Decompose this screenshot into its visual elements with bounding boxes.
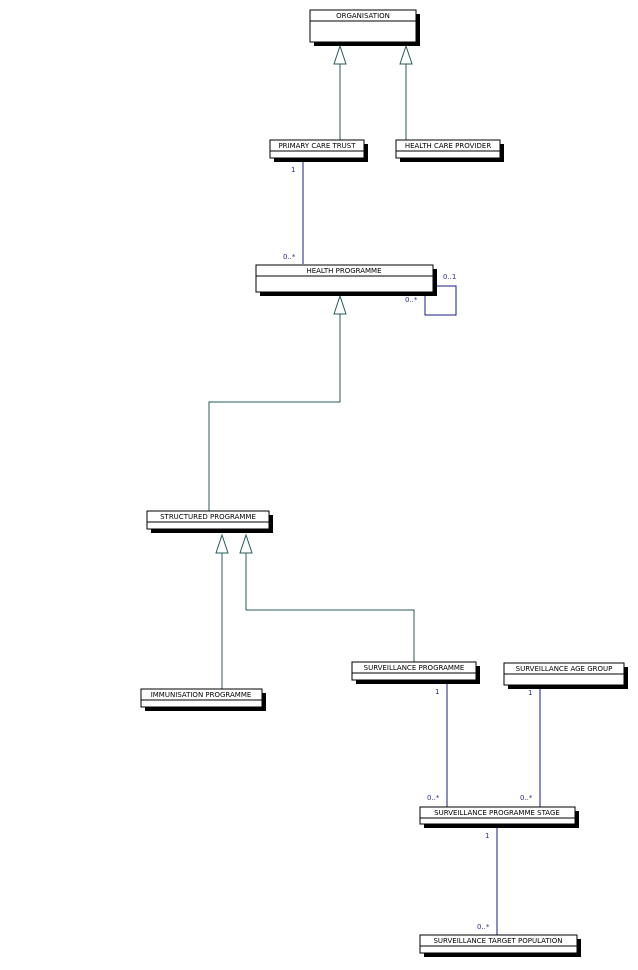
- multiplicity-hp-self-target: 0..*: [405, 296, 418, 304]
- class-surveillance-age-group[interactable]: SURVEILLANCE AGE GROUP: [503, 662, 628, 689]
- class-surveillance-programme-stage[interactable]: SURVEILLANCE PROGRAMME STAGE: [419, 806, 579, 828]
- multiplicity-pct-source: 1: [291, 166, 295, 174]
- class-surveillance-target-population-label: SURVEILLANCE TARGET POPULATION: [433, 937, 562, 945]
- class-surveillance-target-population[interactable]: SURVEILLANCE TARGET POPULATION: [419, 934, 581, 957]
- multiplicity-sag-target: 0..*: [520, 794, 533, 802]
- multiplicity-hp-self-source: 0..1: [443, 273, 456, 281]
- class-immunisation-programme-label: IMMUNISATION PROGRAMME: [151, 691, 252, 699]
- generalization-structured-health: [208, 294, 347, 511]
- association-health-programme-self: [424, 285, 457, 316]
- class-surveillance-programme-stage-label: SURVEILLANCE PROGRAMME STAGE: [434, 809, 560, 817]
- generalization-pct-organisation: [333, 44, 347, 140]
- multiplicity-sp-target: 0..*: [427, 794, 440, 802]
- multiplicity-sp-source: 1: [435, 688, 439, 696]
- class-primary-care-trust-label: PRIMARY CARE TRUST: [278, 142, 356, 150]
- generalization-surveillance-structured: [239, 533, 415, 662]
- class-organisation[interactable]: ORGANISATION: [309, 9, 420, 46]
- generalization-immunisation-structured: [215, 533, 229, 689]
- class-organisation-label: ORGANISATION: [336, 12, 390, 20]
- generalization-hcp-organisation: [399, 44, 413, 140]
- class-health-programme[interactable]: HEALTH PROGRAMME: [255, 264, 437, 296]
- class-surveillance-programme[interactable]: SURVEILLANCE PROGRAMME: [351, 661, 480, 684]
- class-structured-programme-label: STRUCTURED PROGRAMME: [160, 513, 256, 521]
- class-primary-care-trust[interactable]: PRIMARY CARE TRUST: [269, 139, 368, 162]
- class-immunisation-programme[interactable]: IMMUNISATION PROGRAMME: [140, 688, 266, 711]
- class-surveillance-age-group-label: SURVEILLANCE AGE GROUP: [516, 665, 613, 673]
- class-health-programme-label: HEALTH PROGRAMME: [306, 267, 381, 275]
- class-health-care-provider[interactable]: HEALTH CARE PROVIDER: [395, 139, 504, 162]
- multiplicity-sag-source: 1: [528, 689, 532, 697]
- class-structured-programme[interactable]: STRUCTURED PROGRAMME: [146, 510, 273, 533]
- multiplicity-pct-target: 0..*: [283, 253, 296, 261]
- class-health-care-provider-label: HEALTH CARE PROVIDER: [405, 142, 492, 150]
- class-surveillance-programme-label: SURVEILLANCE PROGRAMME: [364, 664, 465, 672]
- multiplicity-sps-source: 1: [485, 832, 489, 840]
- multiplicity-sps-target: 0..*: [477, 923, 490, 931]
